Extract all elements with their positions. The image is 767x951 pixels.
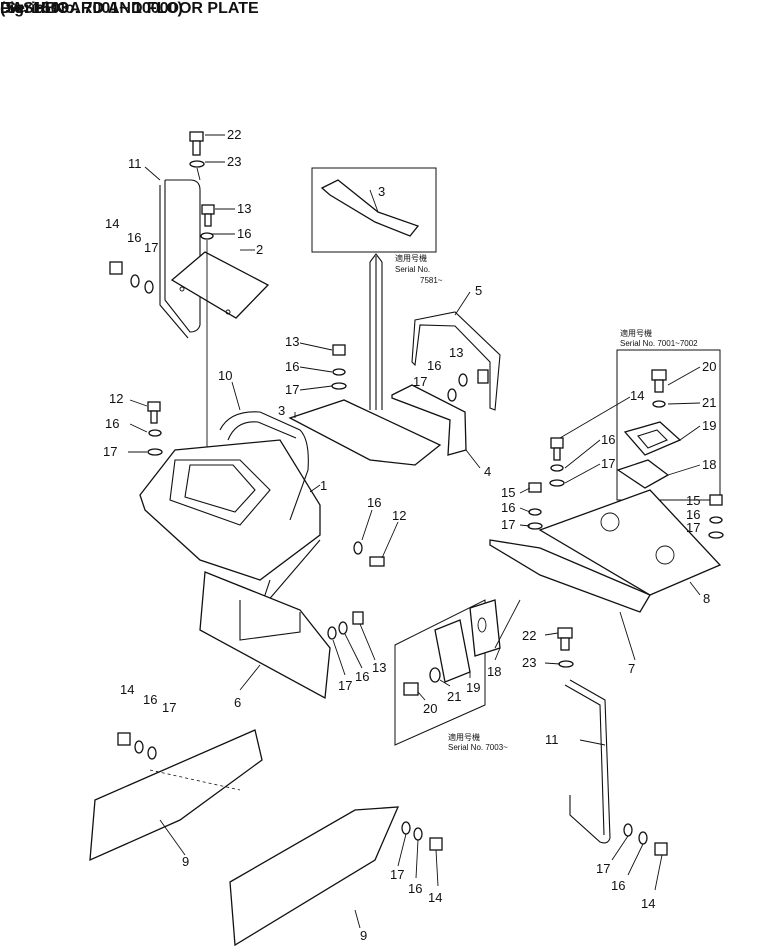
- callout-17-center: 17: [285, 382, 299, 397]
- callout-5: 5: [475, 283, 482, 298]
- figure-number: Fig. 1503: [0, 0, 69, 17]
- callout-16-plate-right: 16: [686, 507, 700, 522]
- callout-21-lower: 21: [447, 689, 461, 704]
- callout-15-plate-left: 15: [501, 485, 515, 500]
- callout-14-bottom-center: 14: [428, 890, 442, 905]
- inset-box-serial-7003: [394, 599, 521, 746]
- callout-8: 8: [703, 591, 710, 606]
- inset-box-bracket: [311, 167, 437, 410]
- part-floor-bracket-center: [288, 311, 501, 466]
- part-handrail-upper: [159, 179, 201, 339]
- callout-22-top: 22: [227, 127, 241, 142]
- serial-note-c-value: Serial No. 7003~: [448, 743, 508, 752]
- callout-16-plate-left: 16: [501, 500, 515, 515]
- callout-3-plate: 3: [278, 403, 285, 418]
- part-dashboard-body: [139, 411, 321, 611]
- callout-14-upper: 14: [105, 216, 119, 231]
- callout-17-plate-left: 17: [501, 517, 515, 532]
- callout-14-bottom-left: 14: [120, 682, 134, 697]
- figure-serial-range: (Serial No. 7001~ 10000): [0, 0, 183, 17]
- callout-22-lower: 22: [522, 628, 536, 643]
- part-handrail-lower: [557, 627, 668, 856]
- part-floor-plate-right: [489, 437, 724, 613]
- callout-6: 6: [234, 695, 241, 710]
- callout-1: 1: [320, 478, 327, 493]
- serial-note-c-label: 適用号機: [448, 732, 480, 742]
- callout-20-inset: 20: [702, 359, 716, 374]
- serial-note-b-value: Serial No. 7001~7002: [620, 339, 698, 348]
- callout-23-lower: 23: [522, 655, 536, 670]
- bolt-group-upper-left: [109, 131, 215, 450]
- callout-16-bottom-center: 16: [408, 881, 422, 896]
- callout-12-right: 12: [392, 508, 406, 523]
- callout-13-upper: 13: [237, 201, 251, 216]
- callout-13-bracket: 13: [449, 345, 463, 360]
- callout-17-bottom-left: 17: [162, 700, 176, 715]
- callout-16-upper: 16: [237, 226, 251, 241]
- callout-17-plate-right: 17: [686, 520, 700, 535]
- serial-note-a-value: 7581~: [420, 276, 443, 285]
- callout-14-right: 14: [630, 388, 644, 403]
- serial-note-b-label: 適用号機: [620, 328, 652, 338]
- callout-11-lower: 11: [545, 732, 559, 747]
- figure-title: DASHBOARD AND FLOOR PLATE: [0, 0, 259, 17]
- callout-16-upper-left: 16: [127, 230, 141, 245]
- callout-17-bottom-right: 17: [596, 861, 610, 876]
- callout-14-bottom-right: 14: [641, 896, 655, 911]
- callout-16-right: 16: [601, 432, 615, 447]
- callout-16-right-body: 16: [367, 495, 381, 510]
- callout-numbers: 22 23 11 13 16 14 16 17 2 3 5 13 16 13 1…: [103, 127, 716, 943]
- callout-7: 7: [628, 661, 635, 676]
- callout-17-right: 17: [601, 456, 615, 471]
- callout-16-center: 16: [285, 359, 299, 374]
- callout-18-lower: 18: [487, 664, 501, 679]
- callout-19-lower: 19: [466, 680, 480, 695]
- callout-20-lower: 20: [423, 701, 437, 716]
- callout-12-left: 12: [109, 391, 123, 406]
- callout-16-left: 16: [105, 416, 119, 431]
- callout-16-bottom-left: 16: [143, 692, 157, 707]
- callout-13-center: 13: [285, 334, 299, 349]
- callout-16-bracket: 16: [427, 358, 441, 373]
- callout-17-left: 17: [103, 444, 117, 459]
- part-lower-panel: [199, 571, 364, 700]
- callout-15-plate-right: 15: [686, 493, 700, 508]
- callout-2: 2: [256, 242, 263, 257]
- callout-17-lower: 17: [338, 678, 352, 693]
- inset-box-serial-7001-7002: [616, 349, 721, 501]
- leader-lines: [128, 134, 701, 929]
- part-cover-plate: [170, 251, 270, 319]
- callout-16-bottom-right: 16: [611, 878, 625, 893]
- serial-note-a-label: 適用号機: [395, 253, 427, 263]
- callout-17-bracket: 17: [413, 374, 427, 389]
- callout-9-right: 9: [360, 928, 367, 943]
- part-side-plate-left: [89, 729, 263, 862]
- callout-17-bottom-center: 17: [390, 867, 404, 882]
- callout-23-top: 23: [227, 154, 241, 169]
- callout-13-lower: 13: [372, 660, 386, 675]
- bolt-group-left-mid: [147, 401, 385, 567]
- callout-19-inset: 19: [702, 418, 716, 433]
- callout-21-inset: 21: [702, 395, 716, 410]
- callout-10: 10: [218, 368, 232, 383]
- callout-9-left: 9: [182, 854, 189, 869]
- callout-17-upper-left: 17: [144, 240, 158, 255]
- callout-11-top: 11: [128, 156, 142, 171]
- serial-note-a-title: Serial No.: [395, 265, 430, 274]
- callout-4: 4: [484, 464, 491, 479]
- callout-18-inset: 18: [702, 457, 716, 472]
- callout-16-lower: 16: [355, 669, 369, 684]
- part-side-plate-right: [229, 806, 443, 947]
- callout-3-inset: 3: [378, 184, 385, 199]
